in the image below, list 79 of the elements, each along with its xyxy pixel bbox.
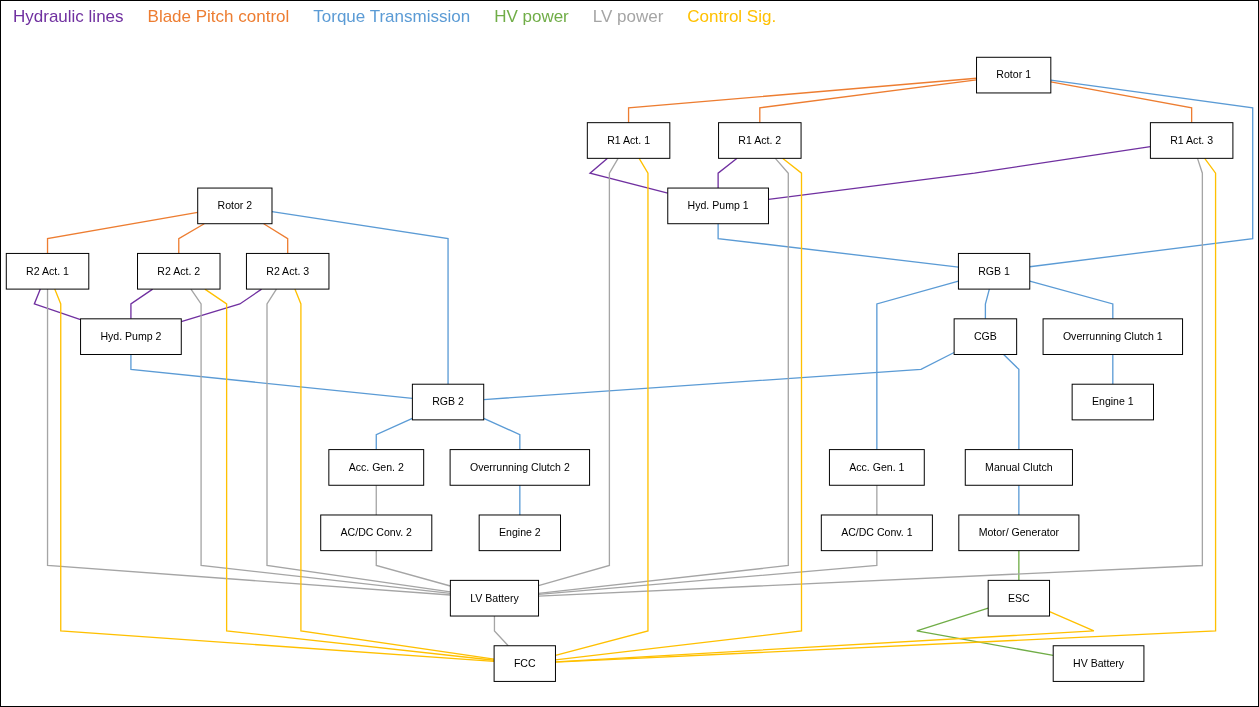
- connector: [180, 288, 263, 323]
- connector: [190, 288, 451, 595]
- connector: [493, 615, 509, 647]
- line-label: Hydraulic lines: [13, 7, 124, 27]
- connector: [483, 417, 521, 451]
- node-box: FCC: [493, 645, 556, 683]
- connector: [178, 223, 205, 255]
- node-box: R2 Act. 3: [245, 253, 330, 290]
- connector: [537, 157, 789, 595]
- connector: [588, 157, 669, 194]
- connector: [984, 288, 990, 320]
- node-box: Engine 1: [1071, 383, 1154, 421]
- connector: [294, 288, 495, 660]
- node-box: R2 Act. 1: [5, 253, 90, 290]
- node-box: LV Battery: [449, 580, 540, 617]
- connector: [554, 157, 803, 661]
- connector: [519, 484, 521, 516]
- line-label: Torque Transmission: [313, 7, 471, 27]
- node-box: CGB: [953, 318, 1018, 356]
- node-box: Overrunning Clutch 2: [449, 449, 591, 486]
- line-label: HV power: [494, 7, 569, 27]
- connector: [537, 157, 619, 587]
- connector: [375, 484, 377, 516]
- node-box: Manual Clutch: [964, 449, 1073, 486]
- connector: [876, 484, 878, 516]
- line-label: LV power: [592, 7, 664, 27]
- node-box: Motor/ Generator: [958, 514, 1080, 552]
- connector: [1018, 550, 1020, 582]
- node-box: Overrunning Clutch 1: [1042, 318, 1184, 356]
- line-label: Control Sig.: [687, 7, 777, 27]
- node-box: AC/DC Conv. 1: [820, 514, 933, 552]
- node-box: HV Battery: [1052, 645, 1145, 683]
- connector: [54, 288, 495, 663]
- connector: [916, 607, 1054, 657]
- connector: [271, 211, 449, 385]
- line-label: Blade Pitch control: [147, 7, 290, 27]
- connector: [717, 223, 960, 268]
- connector: [717, 157, 738, 189]
- connector: [537, 157, 1204, 597]
- node-box: Hyd. Pump 1: [667, 187, 769, 225]
- connector: [263, 223, 289, 255]
- connector: [204, 288, 495, 661]
- node-box: Rotor 2: [197, 187, 273, 225]
- connector: [1018, 484, 1020, 516]
- node-box: Rotor 1: [976, 56, 1052, 94]
- node-box: ESC: [987, 580, 1051, 617]
- node-box: R1 Act. 2: [718, 122, 802, 159]
- connector: [1029, 79, 1254, 268]
- node-box: AC/DC Conv. 2: [320, 514, 433, 552]
- connector: [876, 280, 960, 451]
- node-box: RGB 1: [957, 253, 1031, 290]
- node-box: Acc. Gen. 2: [328, 449, 425, 486]
- connector: [483, 352, 955, 401]
- node-box: RGB 2: [411, 383, 485, 421]
- connector: [130, 353, 414, 400]
- node-box: Hyd. Pump 2: [80, 318, 182, 356]
- connector: [375, 417, 414, 451]
- node-box: Engine 2: [478, 514, 561, 552]
- connector: [46, 288, 451, 596]
- connector: [1029, 280, 1114, 320]
- connector: [1003, 353, 1020, 451]
- connector: [537, 550, 878, 596]
- connector: [554, 157, 649, 657]
- connector: [767, 146, 1152, 201]
- node-box: R2 Act. 2: [137, 253, 221, 290]
- connector: [266, 288, 451, 593]
- node-box: R1 Act. 3: [1149, 122, 1234, 159]
- connector: [1112, 353, 1114, 385]
- connector: [33, 288, 82, 321]
- connector: [627, 77, 978, 124]
- connector: [554, 157, 1217, 663]
- connector: [46, 211, 199, 255]
- connector: [1050, 81, 1193, 124]
- connector: [130, 288, 154, 320]
- connector: [375, 550, 451, 587]
- node-box: Acc. Gen. 1: [828, 449, 925, 486]
- connector: [554, 611, 1095, 663]
- node-box: R1 Act. 1: [586, 122, 671, 159]
- connector: [759, 79, 978, 124]
